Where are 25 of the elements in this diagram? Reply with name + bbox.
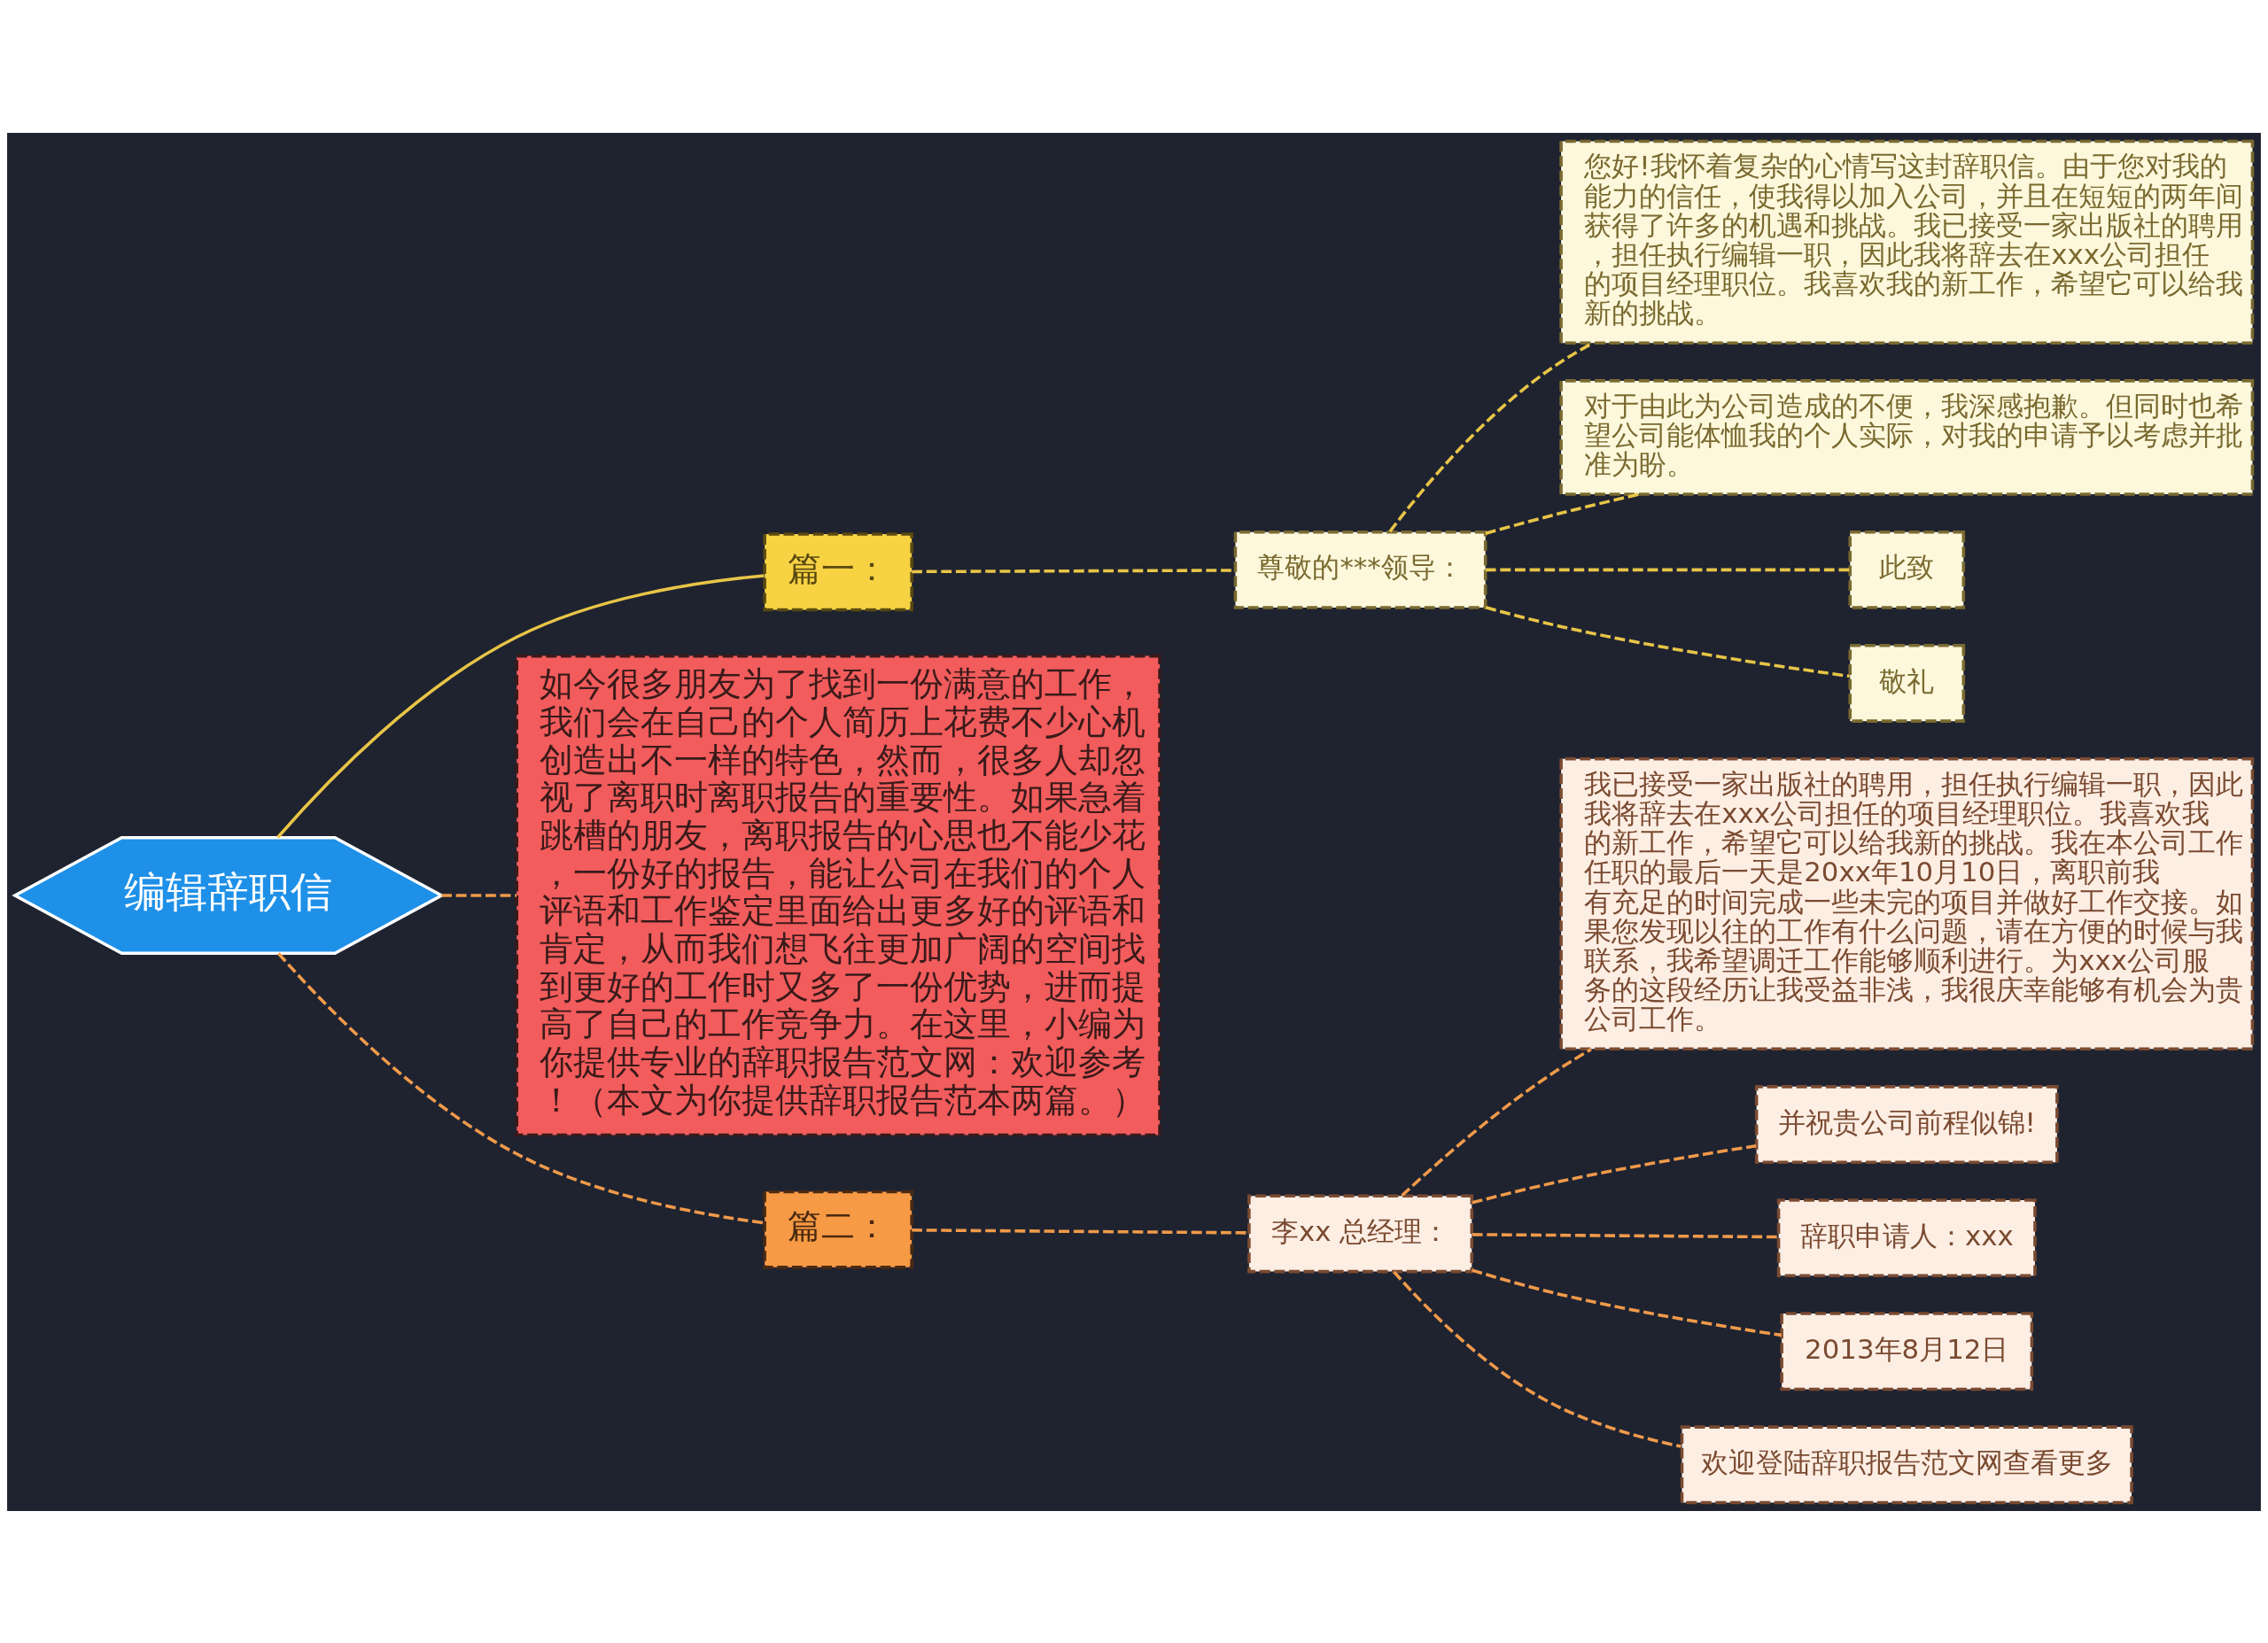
node-box: 欢迎登陆辞职报告范文网查看更多 [1680, 1424, 2133, 1504]
node-box: 敬礼 [1848, 643, 1966, 723]
connector [1472, 1232, 1778, 1238]
node-box: 辞职申请人：xxx [1776, 1197, 2037, 1277]
connector [1393, 1270, 1682, 1448]
connector [1472, 1267, 1783, 1337]
node-box: 我已接受一家出版社的聘用，担任执行编辑一职，因此我将辞去在xxx公司担任的项目经理职位。我喜欢我的新工作，希望它可以给我新的挑战。我在本公司工作任职的最后一天是20xx年10月10日，离职前我有充足的时间完成一些未完的项目并做好工作交接。如果您发现以往的工作有什么问题，请在方便的时候与我联系，我希望调迁工作能够顺利进行。为xxx公司服务的这段经历让我受益非浅，我很庆幸能够有机会为贵公司工作。 [1559, 756, 2255, 1050]
node-box: 李xx 总经理： [1247, 1193, 1474, 1273]
node-box: 您好!我怀着复杂的心情写这封辞职信。由于您对我的能力的信任，使我得以加入公司，并且在短短的两年间获得了许多的机遇和挑战。我已接受一家出版社的聘用，担任执行编辑一职，因此我将辞去在xxx公司担任的项目经理职位。我喜欢我的新工作，希望它可以给我新的挑战。 [1559, 139, 2255, 345]
connector [1485, 492, 1640, 535]
node-box: 尊敬的***领导： [1233, 530, 1487, 609]
connector [277, 951, 765, 1224]
node-box: 篇一： [763, 531, 913, 611]
node-box: 如今很多朋友为了找到一份满意的工作，我们会在自己的个人简历上花费不少心机创造出不一样的特色，然而，很多人却忽视了离职时离职报告的重要性。如果急着跳槽的朋友，离职报告的心思也不能少花，一份好的报告，能让公司在我们的个人评语和工作鉴定里面给出更多好的评语和肯定，从而我们想飞往更加广阔的空间找到更好的工作时又多了一份优势，进而提高了自己的工作竞争力。在这里，小编为你提供专业的辞职报告范文网：欢迎参考！（本文为你提供辞职报告范本两篇。） [515, 654, 1161, 1136]
node-box: 对于由此为公司造成的不便，我深感抱歉。但同时也希望公司能体恤我的个人实际，对我的申请予以考虑并批准为盼。 [1559, 378, 2255, 496]
connector [276, 573, 765, 839]
connector [1485, 605, 1850, 678]
node-box: 篇二： [763, 1190, 913, 1269]
connector [441, 893, 517, 897]
node-box: 此致 [1848, 530, 1966, 609]
connector [1472, 1143, 1757, 1205]
node-box: 2013年8月12日 [1780, 1311, 2034, 1391]
connector [1485, 568, 1850, 571]
node-box: 并祝贵公司前程似锦! [1754, 1084, 2059, 1164]
connector [1401, 1047, 1592, 1197]
